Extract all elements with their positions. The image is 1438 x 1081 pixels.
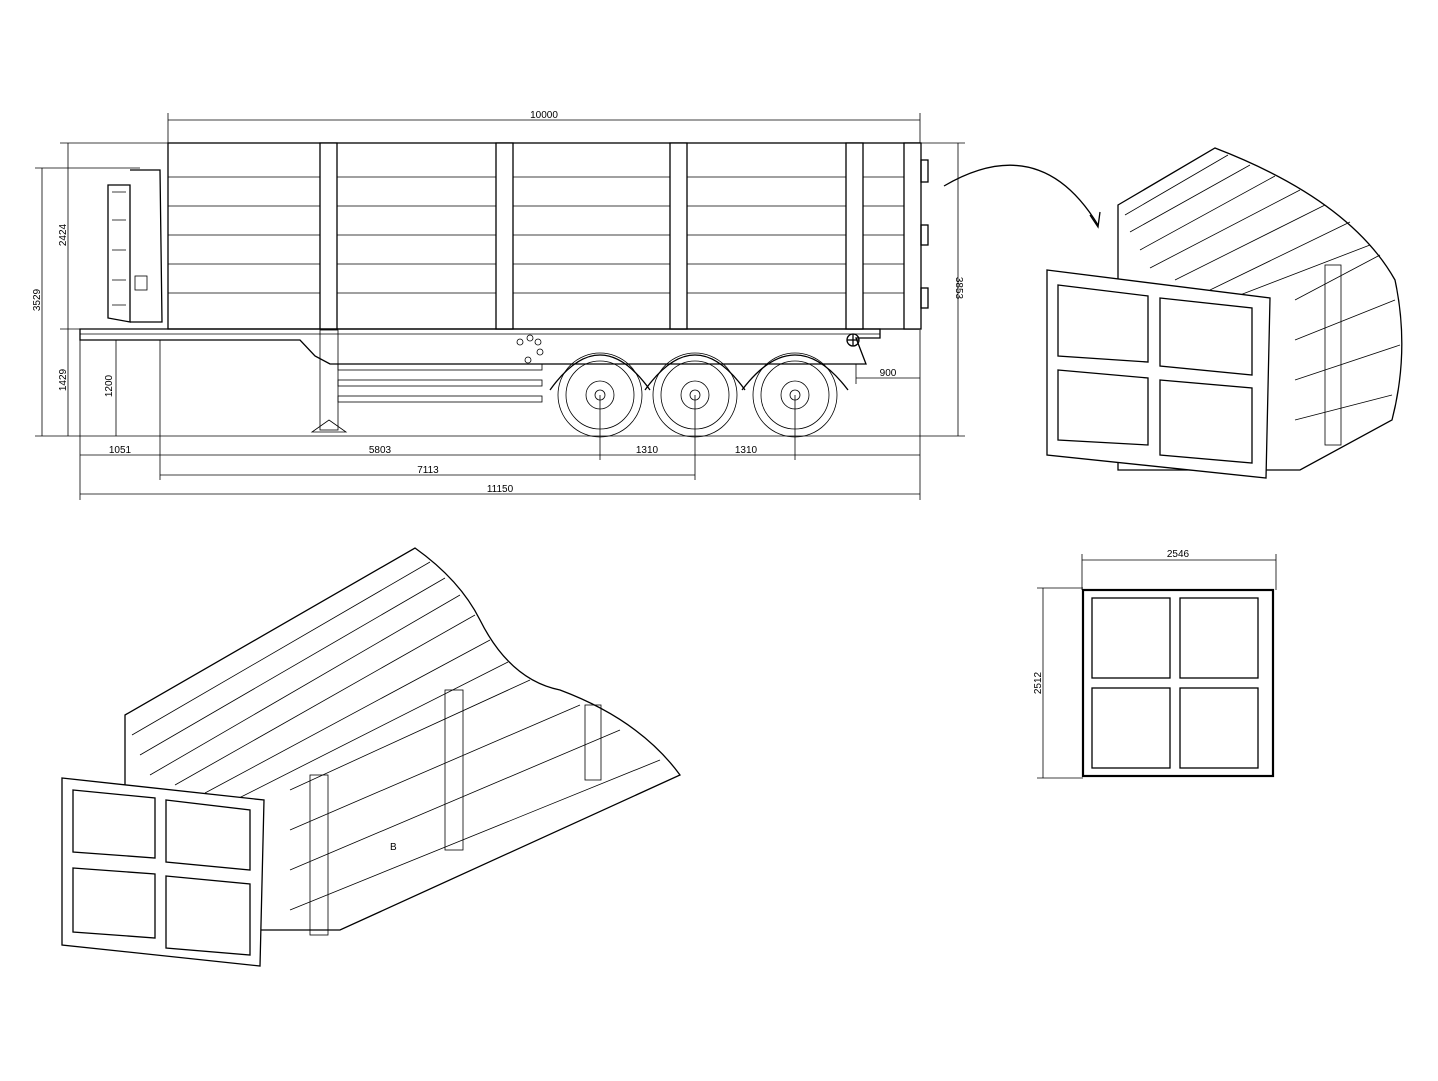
side-dimension-labels: 10000 1051 5803 1310 1310 7113 11150 900… <box>32 110 964 495</box>
landing-gear <box>319 329 339 431</box>
body-slats <box>168 176 920 294</box>
perspective-outline <box>124 547 681 931</box>
dim-overall-deck-length: 10000 <box>530 110 558 121</box>
side-guard <box>337 363 543 403</box>
dim-rear-width: 2546 <box>1167 549 1190 560</box>
dim-front-overhang: 1051 <box>109 445 132 456</box>
perspective-view: B <box>61 547 681 967</box>
rear-door-hinges <box>920 159 929 309</box>
detail-label: B <box>390 842 397 853</box>
rear-detail-view <box>1046 147 1403 479</box>
dim-total-height-front: 3529 <box>32 288 43 311</box>
dim-axle-spacing-1: 1310 <box>636 445 659 456</box>
dim-rear-height: 2512 <box>1033 671 1044 694</box>
dim-fifth-wheel-height: 1200 <box>104 374 115 397</box>
detail-outline <box>1117 147 1403 471</box>
rear-view-frame <box>1081 588 1275 778</box>
body-posts <box>319 142 922 330</box>
dim-overall-length: 11150 <box>487 484 514 495</box>
rear-view: 2546 2512 <box>1033 549 1277 779</box>
perspective-rear-door <box>61 777 265 967</box>
fenders <box>549 354 849 391</box>
dim-body-height: 2424 <box>58 223 69 246</box>
rear-door-detail <box>1046 269 1271 479</box>
detail-arrow <box>943 164 1099 226</box>
front-wall <box>130 169 163 323</box>
front-ladder <box>107 184 131 323</box>
dim-total-height-rear: 3853 <box>953 277 964 300</box>
dim-chassis-height: 1429 <box>58 368 69 391</box>
side-dimension-lines <box>35 113 965 500</box>
body-side-panel <box>167 142 921 330</box>
side-view <box>79 142 929 438</box>
dim-axle-spacing-2: 1310 <box>735 445 758 456</box>
dim-rear-overhang: 900 <box>880 368 897 379</box>
dim-kingpin-to-axle2: 7113 <box>417 465 439 476</box>
dim-kingpin-to-axle1: 5803 <box>369 445 392 456</box>
